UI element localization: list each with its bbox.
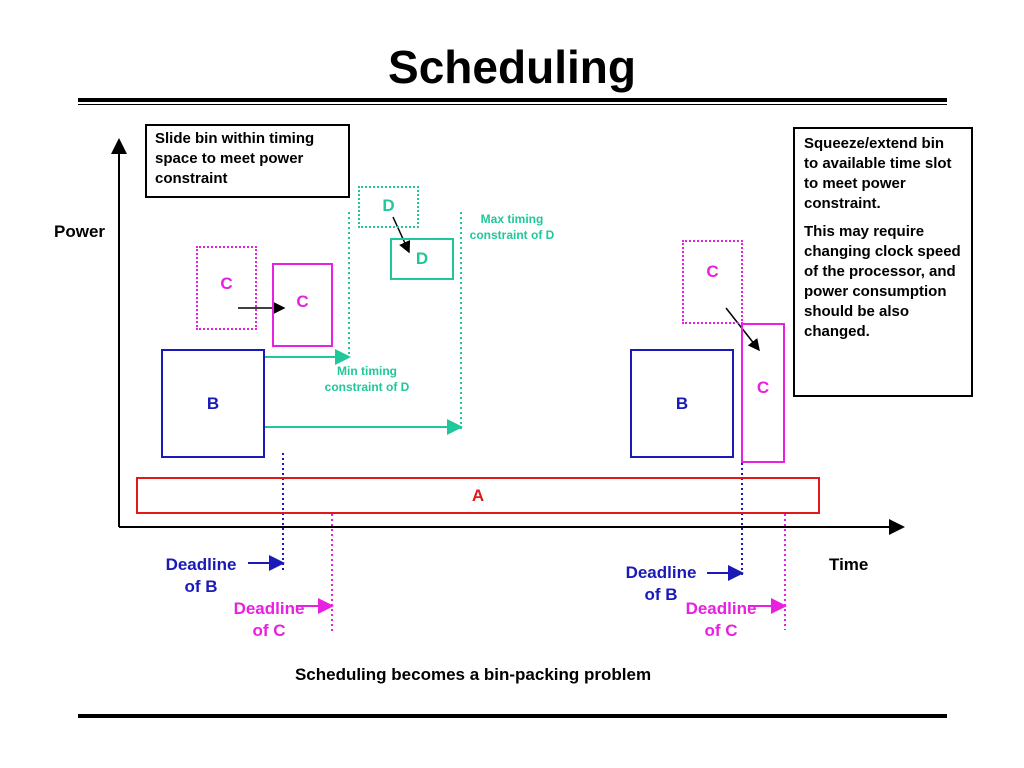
- footer-rule: [78, 714, 947, 718]
- bin-c-right-dotted: C: [682, 240, 743, 324]
- slide-title: Scheduling: [388, 41, 636, 93]
- footer-caption: Scheduling becomes a bin-packing problem: [294, 665, 652, 684]
- squeeze-note-p2: This may require changing clock speed of…: [804, 223, 961, 340]
- bin-a: A: [136, 477, 820, 514]
- bin-c-right-solid: C: [741, 323, 785, 463]
- bin-c-left-dotted: C: [196, 246, 257, 330]
- squeeze-note: Squeeze/extend bin to available time slo…: [793, 127, 973, 397]
- deadline-b-right-label: Deadline of B: [625, 563, 697, 604]
- x-axis-label: Time: [829, 555, 869, 574]
- deadline-b-left-label: Deadline of B: [165, 555, 237, 596]
- max-timing-label: Max timing constraint of D: [469, 212, 555, 242]
- bin-d-dotted: D: [358, 186, 419, 228]
- title-rule-thick: [78, 98, 947, 102]
- bin-c-left-solid: C: [272, 263, 333, 347]
- slide-bin-note: Slide bin within timing space to meet po…: [145, 124, 350, 198]
- bin-d-solid: D: [390, 238, 454, 280]
- bin-b-left: B: [161, 349, 265, 458]
- y-axis-label: Power: [54, 222, 106, 241]
- deadline-c-left-label: Deadline of C: [233, 599, 305, 640]
- min-timing-label: Min timing constraint of D: [324, 364, 410, 394]
- deadline-c-right-label: Deadline of C: [685, 599, 757, 640]
- title-rule-thin: [78, 104, 947, 105]
- d-slide-arrow: [392, 216, 411, 254]
- squeeze-note-p1: Squeeze/extend bin to available time slo…: [804, 135, 952, 212]
- bin-b-right: B: [630, 349, 734, 458]
- slide-bin-note-text: Slide bin within timing space to meet po…: [155, 130, 315, 187]
